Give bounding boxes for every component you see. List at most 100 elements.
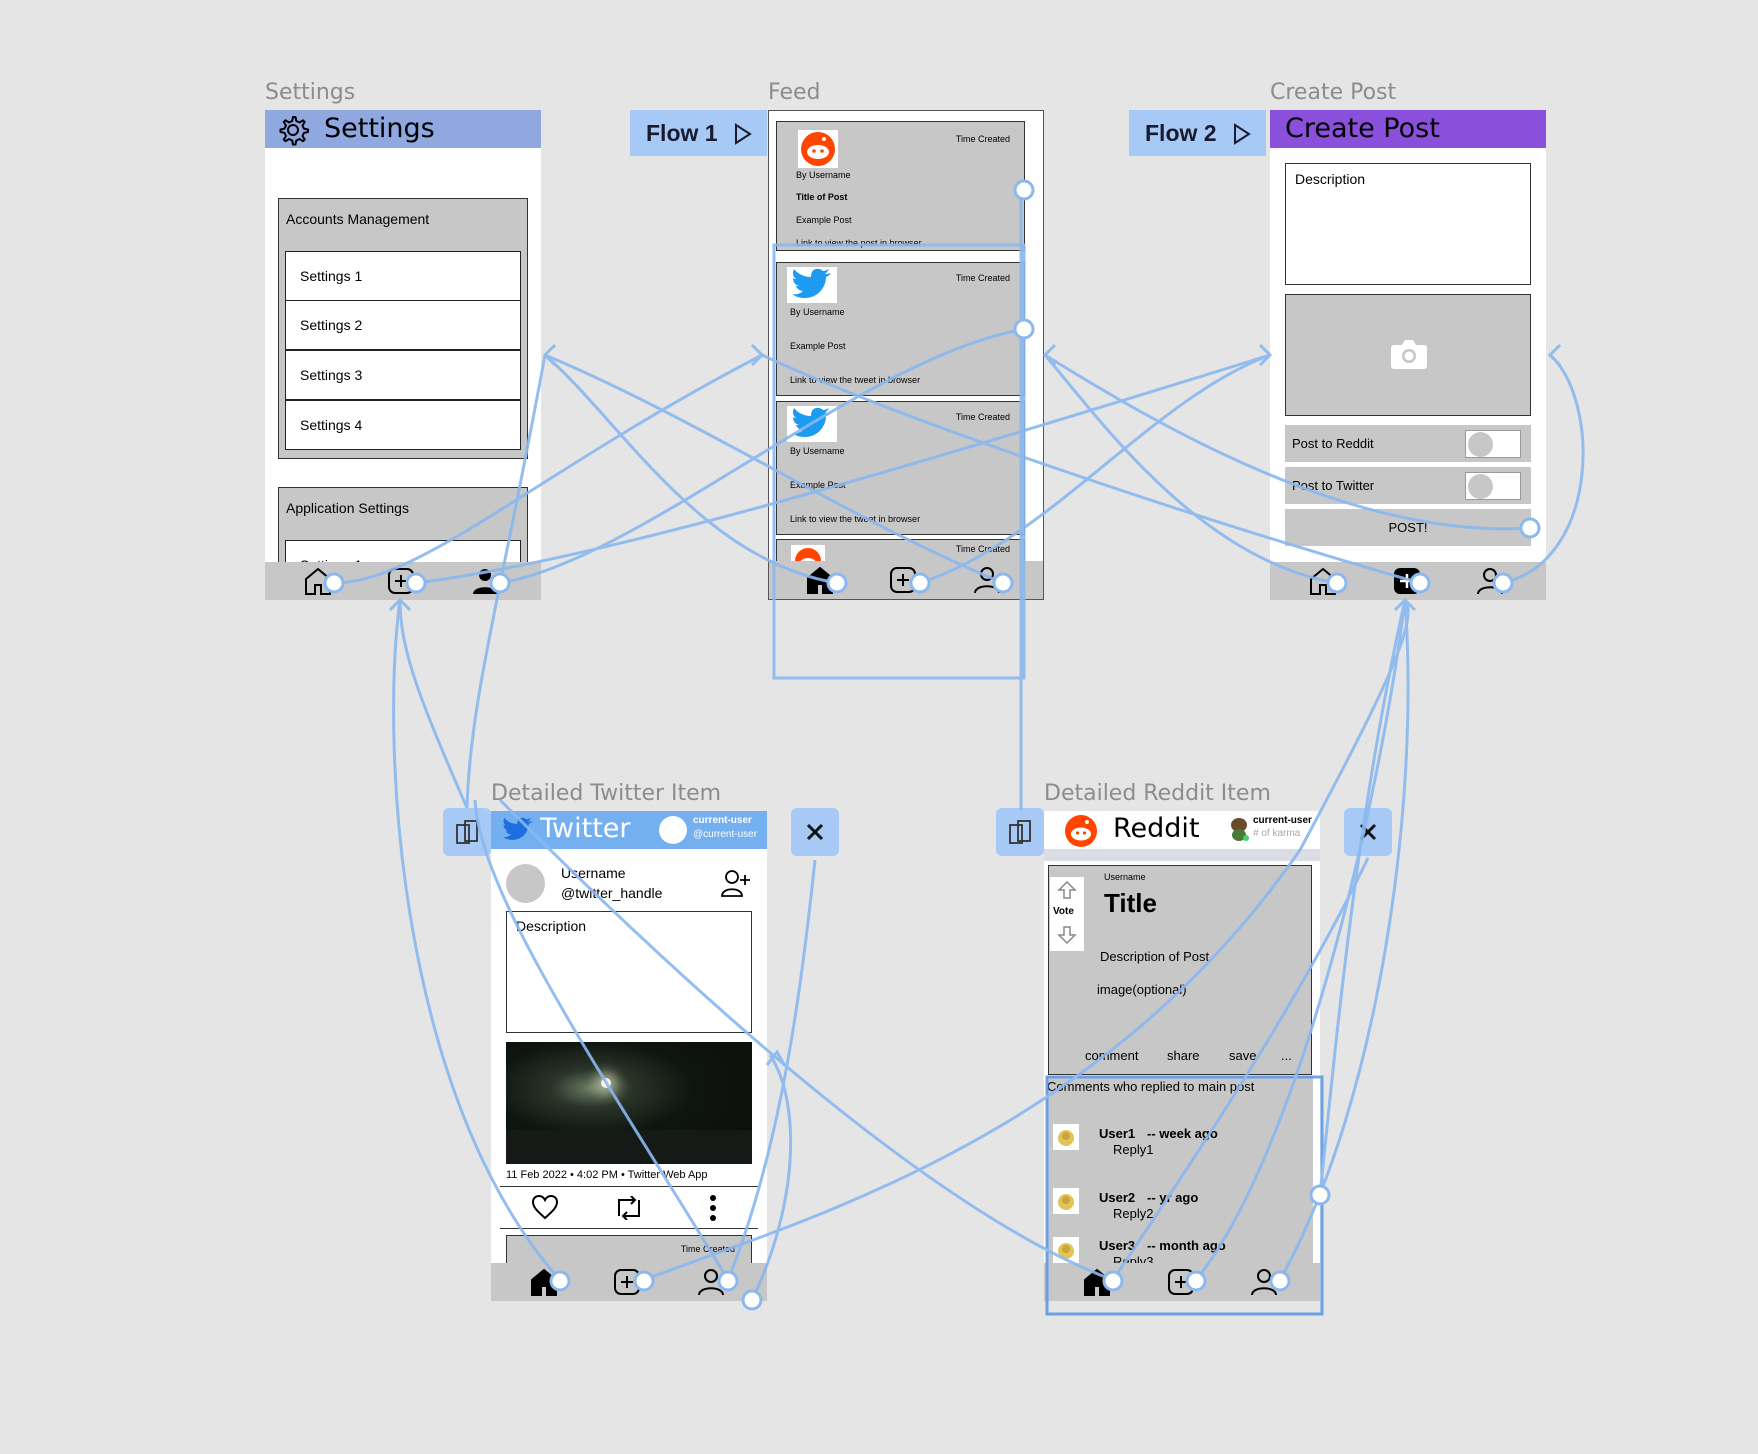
current-user-name: current-user bbox=[1253, 815, 1312, 826]
settings-bottom-nav bbox=[265, 562, 541, 600]
post-username: Username bbox=[1104, 872, 1146, 882]
flow-2-button[interactable]: Flow 2 bbox=[1129, 110, 1266, 156]
ground bbox=[506, 1130, 752, 1164]
settings-item-2[interactable]: Settings 2 bbox=[285, 300, 521, 350]
feed-bottom-nav bbox=[769, 561, 1043, 599]
post-to-reddit-toggle[interactable] bbox=[1465, 430, 1521, 458]
comment-button[interactable]: comment bbox=[1085, 1048, 1139, 1063]
post-to-reddit-row: Post to Reddit bbox=[1285, 425, 1531, 462]
profile-icon[interactable] bbox=[972, 565, 1002, 595]
profile-icon[interactable] bbox=[696, 1267, 726, 1297]
current-user-avatar[interactable] bbox=[659, 816, 687, 844]
street-light bbox=[601, 1078, 611, 1088]
create-post-header: Create Post bbox=[1270, 110, 1546, 148]
settings-item-1[interactable]: Settings 1 bbox=[285, 251, 521, 301]
snoo-avatar-icon bbox=[1058, 1130, 1074, 1146]
follow-user-icon[interactable] bbox=[721, 869, 751, 897]
image-upload-area[interactable] bbox=[1285, 294, 1531, 416]
post-link[interactable]: Link to view the tweet in browser bbox=[790, 514, 921, 524]
vote-panel: Vote bbox=[1050, 877, 1084, 951]
time-created: Time Created bbox=[955, 412, 1010, 422]
commenter-avatar bbox=[1053, 1188, 1079, 1214]
flow-1-button[interactable]: Flow 1 bbox=[630, 110, 767, 156]
post-button[interactable]: POST! bbox=[1285, 509, 1531, 546]
post-to-twitter-toggle[interactable] bbox=[1465, 472, 1521, 500]
frame-label-reddit: Detailed Reddit Item bbox=[1044, 781, 1271, 806]
reddit-title: Reddit bbox=[1113, 813, 1200, 844]
reddit-detail-frame: Reddit current-user # of karma Vote User… bbox=[1044, 811, 1320, 1301]
create-post-frame: Create Post Description Post to Reddit P… bbox=[1270, 110, 1546, 600]
home-icon[interactable] bbox=[529, 1267, 559, 1297]
more-button[interactable]: ... bbox=[1281, 1048, 1292, 1063]
karma-count: # of karma bbox=[1253, 828, 1301, 839]
author-handle: @twitter_handle bbox=[561, 885, 663, 901]
frame-label-settings: Settings bbox=[265, 80, 356, 105]
save-button[interactable]: save bbox=[1229, 1048, 1257, 1063]
author-avatar[interactable] bbox=[506, 864, 545, 903]
commenter-avatar bbox=[1053, 1124, 1079, 1150]
add-post-icon[interactable] bbox=[386, 566, 416, 596]
feed-item-reddit[interactable]: Time Created By Username Title of Post E… bbox=[776, 121, 1025, 251]
retweet-icon[interactable] bbox=[613, 1196, 645, 1220]
post-username: By Username bbox=[796, 170, 851, 180]
device-preview-button[interactable] bbox=[443, 808, 491, 856]
device-preview-button[interactable] bbox=[996, 808, 1044, 856]
close-icon bbox=[1359, 823, 1377, 841]
divider bbox=[500, 1228, 758, 1229]
arrow bbox=[542, 343, 557, 367]
post-to-twitter-row: Post to Twitter bbox=[1285, 467, 1531, 504]
feed-item-twitter[interactable]: Time Created By Username Example Post Li… bbox=[776, 262, 1025, 396]
post-image-placeholder: image(optional) bbox=[1097, 982, 1187, 997]
close-overlay-button[interactable] bbox=[1344, 808, 1392, 856]
post-username: By Username bbox=[790, 307, 845, 317]
frame-label-create-post: Create Post bbox=[1270, 80, 1397, 105]
arrow bbox=[1393, 597, 1417, 612]
like-icon[interactable] bbox=[531, 1194, 559, 1220]
accounts-management-title: Accounts Management bbox=[286, 211, 430, 227]
home-icon[interactable] bbox=[1308, 566, 1338, 596]
reply-time-created: Time Created bbox=[680, 1244, 735, 1254]
feed-item-twitter[interactable]: Time Created By Username Example Post Li… bbox=[776, 401, 1025, 535]
profile-icon[interactable] bbox=[1249, 1267, 1279, 1297]
comment-reply: Reply1 bbox=[1113, 1142, 1154, 1157]
arrow bbox=[388, 597, 412, 612]
close-overlay-button[interactable] bbox=[791, 808, 839, 856]
home-icon[interactable] bbox=[805, 565, 835, 595]
time-created: Time Created bbox=[955, 134, 1010, 144]
flow-1-label: Flow 1 bbox=[646, 120, 718, 146]
comments-title: Comments who replied to main post bbox=[1047, 1079, 1255, 1094]
comment-user: User2 bbox=[1099, 1190, 1136, 1205]
add-post-icon[interactable] bbox=[1392, 566, 1422, 596]
settings-item-4[interactable]: Settings 4 bbox=[285, 400, 521, 450]
post-to-reddit-label: Post to Reddit bbox=[1292, 436, 1374, 451]
add-post-icon[interactable] bbox=[1166, 1267, 1196, 1297]
reddit-post: Vote Username Title Description of Post … bbox=[1048, 865, 1312, 1075]
twitter-bird-icon bbox=[787, 267, 837, 303]
post-body: Example Post bbox=[796, 215, 852, 225]
tweet-description: Description bbox=[506, 911, 752, 1033]
comment-reply: Reply2 bbox=[1113, 1206, 1154, 1221]
user-snoo-avatar-icon[interactable] bbox=[1228, 816, 1250, 842]
post-link[interactable]: Link to view the post in browser bbox=[796, 238, 922, 248]
arrow bbox=[1547, 343, 1562, 367]
add-post-icon[interactable] bbox=[612, 1267, 642, 1297]
description-input[interactable]: Description bbox=[1285, 163, 1531, 285]
camera-icon bbox=[1391, 340, 1427, 369]
downvote-icon[interactable] bbox=[1057, 925, 1077, 945]
share-button[interactable]: share bbox=[1167, 1048, 1200, 1063]
profile-icon[interactable] bbox=[470, 566, 500, 596]
add-post-icon[interactable] bbox=[888, 565, 918, 595]
play-icon bbox=[1234, 123, 1251, 145]
comment-age: -- month ago bbox=[1147, 1238, 1226, 1253]
tweet-timestamp: 11 Feb 2022 • 4:02 PM • Twitter Web App bbox=[506, 1169, 708, 1181]
settings-item-3[interactable]: Settings 3 bbox=[285, 350, 521, 400]
comment-age: -- yr ago bbox=[1147, 1190, 1199, 1205]
post-link[interactable]: Link to view the tweet in browser bbox=[790, 375, 921, 385]
home-icon[interactable] bbox=[303, 566, 333, 596]
home-icon[interactable] bbox=[1082, 1267, 1112, 1297]
profile-icon[interactable] bbox=[1475, 566, 1505, 596]
accounts-management-panel: Accounts Management Settings 1 Settings … bbox=[278, 198, 528, 459]
more-options-icon[interactable] bbox=[709, 1194, 717, 1222]
upvote-icon[interactable] bbox=[1057, 880, 1077, 900]
twitter-bird-icon bbox=[787, 406, 837, 442]
